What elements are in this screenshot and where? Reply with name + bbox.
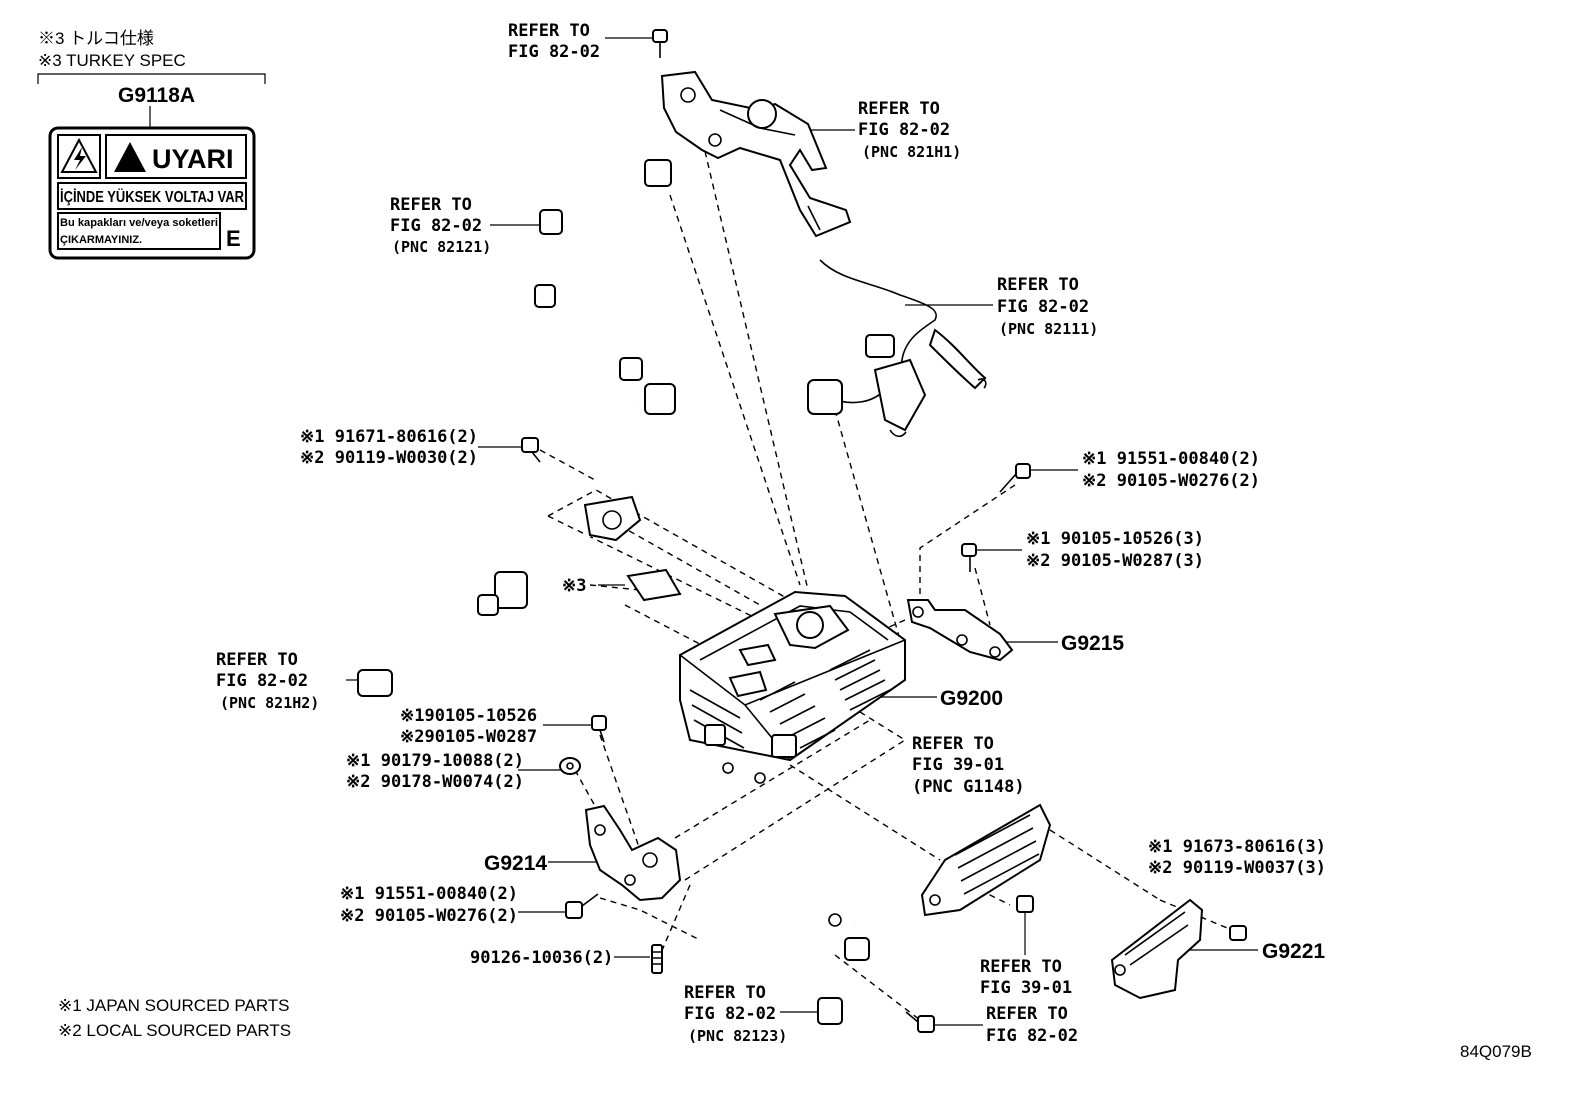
turkey-spec-jp-note: ※3 トルコ仕様 <box>38 29 154 48</box>
refer-82123-pnc: (PNC 82123) <box>688 1027 787 1045</box>
g9215-bolt <box>961 543 977 572</box>
pn-g9215-bolt-2: ※2 90105-W0287(3) <box>1026 551 1204 571</box>
pn-g9215-bolt-1: ※1 90105-10526(3) <box>1026 529 1204 549</box>
bracket-821h1 <box>660 70 852 238</box>
refer-top-bolt-line2: FIG 82-02 <box>508 42 600 62</box>
upper-left-bolt <box>521 437 541 463</box>
pn-stud: 90126-10036(2) <box>470 948 613 968</box>
refer-bottom-bolt-line2: FIG 82-02 <box>986 1026 1078 1046</box>
pn-g9221-bolt-1: ※1 91673-80616(3) <box>1148 837 1326 857</box>
pn-left-lower-bolt-2: ※2 90105-W0276(2) <box>340 906 518 926</box>
turkey-spec-bracket <box>37 73 266 84</box>
g9221-bolt <box>1229 925 1247 941</box>
pn-g9221-bolt-2: ※2 90119-W0037(3) <box>1148 858 1326 878</box>
refer-821h2-line2: FIG 82-02 <box>216 671 308 691</box>
warning-label: ! UYARI İÇİNDE YÜKSEK VOLTAJ VAR Bu kapa… <box>48 126 256 260</box>
pn-upper-left-bolt-1: ※1 91671-80616(2) <box>300 427 478 447</box>
harness-82111 <box>807 259 987 438</box>
note-japan-sourced: ※1 JAPAN SOURCED PARTS <box>58 996 290 1015</box>
harness-82121 <box>534 159 676 415</box>
refer-82111-line2: FIG 82-02 <box>997 297 1089 317</box>
refer-bottom-bolt-line1: REFER TO <box>986 1004 1068 1024</box>
pn-left-single-bolt-1: ※190105-10526 <box>400 706 537 726</box>
warning-line-1: İÇİNDE YÜKSEK VOLTAJ VAR <box>60 187 244 206</box>
pn-left-lower-bolt-1: ※1 91551-00840(2) <box>340 884 518 904</box>
pn-left-single-bolt-2: ※290105-W0287 <box>400 727 537 747</box>
part-code-g9221: G9221 <box>1262 940 1325 963</box>
refer-821h1-line2: FIG 82-02 <box>858 120 950 140</box>
part-code-g9200: G9200 <box>940 687 1003 710</box>
diagram-code: 84Q079B <box>1460 1042 1532 1061</box>
spec-sticker-label: ※3 <box>562 576 586 596</box>
svg-text:!: ! <box>127 152 133 172</box>
refer-82123-line1: REFER TO <box>684 983 766 1003</box>
refer-82111-pnc: (PNC 82111) <box>999 320 1098 338</box>
warning-triangle-icon <box>114 142 146 172</box>
harness-821h2 <box>357 495 642 697</box>
turkey-spec-en-note: ※3 TURKEY SPEC <box>38 51 186 70</box>
part-code-g9215: G9215 <box>1061 632 1124 655</box>
refer-g1148-pnc: (PNC G1148) <box>912 777 1025 797</box>
spec-sticker <box>626 568 682 602</box>
bottom-bolt <box>905 1011 935 1033</box>
leader-lines <box>346 37 1258 1026</box>
refer-g1148-line1: REFER TO <box>912 734 994 754</box>
refer-82111-line1: REFER TO <box>997 275 1079 295</box>
part-g1148 <box>920 803 1052 917</box>
refer-82121-line1: REFER TO <box>390 195 472 215</box>
inverter-assembly <box>679 590 906 784</box>
refer-821h1-pnc: (PNC 821H1) <box>862 143 961 161</box>
refer-g1148-line2: FIG 39-01 <box>912 755 1004 775</box>
bracket-g9214 <box>584 804 682 902</box>
fig39-bolt <box>1016 895 1034 913</box>
left-lower-bolt <box>565 893 599 919</box>
refer-821h1-line1: REFER TO <box>858 99 940 119</box>
refer-top-bolt-line1: REFER TO <box>508 21 590 41</box>
warning-line-2a: Bu kapakları ve/veya soketleri <box>60 217 218 229</box>
stud <box>651 944 663 974</box>
top-bolt <box>652 29 668 58</box>
bracket-g9215 <box>906 599 1014 662</box>
pn-left-washer-1: ※1 90179-10088(2) <box>346 751 524 771</box>
cover-g9221 <box>1110 898 1204 1000</box>
pn-left-washer-2: ※2 90178-W0074(2) <box>346 772 524 792</box>
pn-right-upper-bolt-1: ※1 91551-00840(2) <box>1082 449 1260 469</box>
high-voltage-icon <box>60 137 98 173</box>
note-local-sourced: ※2 LOCAL SOURCED PARTS <box>58 1021 291 1040</box>
part-code-g9214: G9214 <box>484 852 547 875</box>
refer-82121-pnc: (PNC 82121) <box>392 238 491 256</box>
refer-821h2-pnc: (PNC 821H2) <box>220 694 319 712</box>
refer-fig39-bolt-line2: FIG 39-01 <box>980 978 1072 998</box>
left-single-bolt <box>591 715 607 743</box>
right-upper-bolt <box>999 463 1031 493</box>
refer-82123-line2: FIG 82-02 <box>684 1004 776 1024</box>
refer-82121-line2: FIG 82-02 <box>390 216 482 236</box>
left-washer <box>559 757 581 775</box>
warning-line-2b: ÇIKARMAYINIZ. <box>60 234 142 246</box>
refer-fig39-bolt-line1: REFER TO <box>980 957 1062 977</box>
warning-language-mark: E <box>226 226 241 251</box>
refer-821h2-line1: REFER TO <box>216 650 298 670</box>
warning-title: UYARI <box>152 144 234 174</box>
harness-82123 <box>795 913 870 1025</box>
pn-right-upper-bolt-2: ※2 90105-W0276(2) <box>1082 471 1260 491</box>
warning-label-part-code: G9118A <box>118 84 195 107</box>
pn-upper-left-bolt-2: ※2 90119-W0030(2) <box>300 448 478 468</box>
